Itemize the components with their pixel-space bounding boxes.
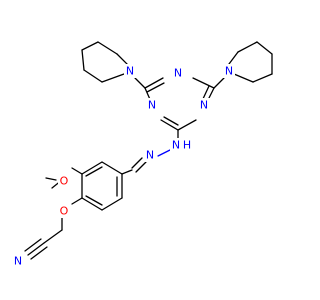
bond [24,238,42,252]
label-background [58,174,70,188]
bond [101,197,123,211]
bond [192,77,215,89]
bond [97,41,118,55]
bond [101,73,125,83]
bond [81,41,99,51]
bond [43,229,63,244]
label-background [146,98,158,112]
bond [27,242,45,256]
bond [45,177,57,181]
label-background [58,204,70,218]
bond [101,161,123,175]
ether-oxygen: O [60,205,69,218]
left-piperidine-ring [81,41,132,83]
label-background [12,254,24,268]
bond [157,149,171,157]
bond [131,157,143,169]
triazine-nitrogen-left: N [148,99,156,112]
imine-nitrogen: N [146,149,154,162]
hydrazine-hydrogen: H [183,139,191,152]
bond [81,197,103,211]
molecule-diagram: N N N N N N H N O O N [12,41,273,268]
nitrile-nitrogen: N [14,255,22,268]
structure-svg: N N N N N N H N O O N [12,41,273,268]
bond [177,119,197,131]
bond [71,197,83,205]
atom-labels: N N N N N N H N O O N [12,64,235,268]
nitrile-triple-bond [24,238,48,260]
hydrazine-nitrogen: N [172,139,180,152]
label-background [170,138,182,152]
bond [30,246,48,260]
piperidine-nitrogen-left: N [126,65,134,78]
triazine-nitrogen-top: N [174,67,182,80]
bond [135,161,147,173]
triazine-nitrogen-right: N [200,99,208,112]
methoxy-oxygen: O [60,175,69,188]
piperidine-nitrogen-right: N [225,65,233,78]
bond [256,41,273,55]
bond [163,116,179,126]
bond [237,41,258,53]
bond [81,161,103,175]
bond [146,82,165,93]
label-background [223,64,235,78]
bond [144,77,164,89]
triazine-ring [144,77,215,131]
bond [81,49,85,71]
bond [233,73,254,83]
bond [85,195,103,206]
bond [85,166,103,177]
label-background [172,66,184,80]
bond [160,119,179,131]
bond [213,77,225,89]
bond [83,69,103,83]
label-background [144,148,156,162]
label-background [124,64,136,78]
bond [71,167,83,175]
bond [134,77,146,89]
benzene-ring [81,161,123,211]
label-background [198,98,210,112]
bond [252,73,273,83]
bond [121,169,133,175]
